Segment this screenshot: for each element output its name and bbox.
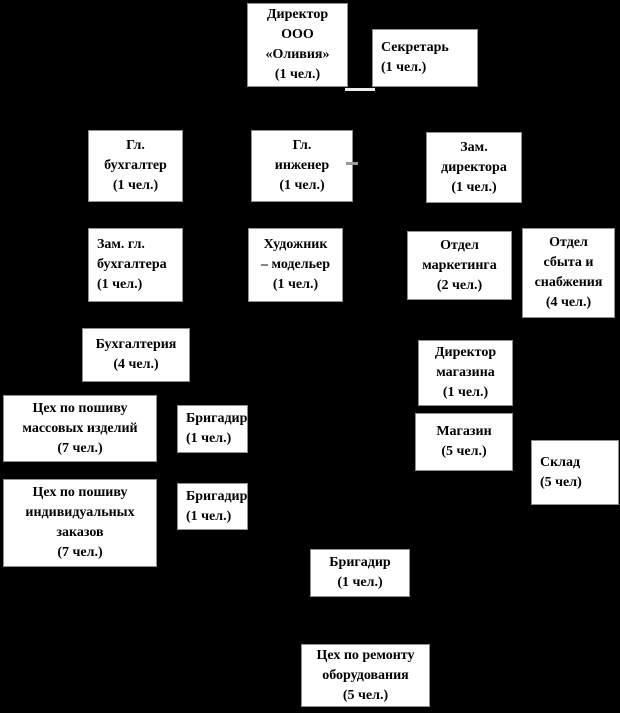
org-box-marketing-dept: Отдел маркетинга (2 чел.) [407,231,512,300]
org-box-artist-designer: Художник – модельер (1 чел.) [248,228,343,302]
org-box-shop: Магазин (5 чел.) [415,413,513,471]
org-box-director: Директор ООО «Оливия» (1 чел.) [247,3,348,87]
box-label: Бригадир (1 чел.) [329,555,391,590]
org-box-foreman-1: Бригадир (1 чел.) [177,405,248,453]
connector-fragment-chief-engineer [346,162,358,165]
box-label: Директор ООО «Оливия» (1 чел.) [265,7,330,82]
box-label: Магазин (5 чел.) [436,424,492,459]
box-label: Гл. бухгалтер (1 чел.) [104,138,167,193]
org-box-deputy-chief-accountant: Зам. гл. бухгалтера (1 чел.) [88,228,183,302]
org-box-warehouse: Склад (5 чел) [531,440,619,505]
org-box-mass-sewing-shop: Цех по пошиву массовых изделий (7 чел.) [3,395,157,462]
org-box-deputy-director: Зам. директора (1 чел.) [426,132,522,203]
org-box-secretary: Секретарь (1 чел.) [372,29,478,87]
box-label: Цех по пошиву массовых изделий (7 чел.) [22,400,138,456]
box-label: Бригадир (1 чел.) [186,488,248,524]
connector-fragment-director-secretary [345,88,375,91]
box-label: Отдел маркетинга (2 чел.) [422,237,497,293]
box-label: Бухгалтерия (4 чел.) [95,337,177,372]
box-label: Цех по ремонту оборудования (5 чел.) [316,647,415,703]
org-box-accounting: Бухгалтерия (4 чел.) [82,328,190,382]
org-box-repair-shop: Цех по ремонту оборудования (5 чел.) [301,644,430,707]
box-label: Зам. директора (1 чел.) [441,139,507,195]
org-box-foreman-3: Бригадир (1 чел.) [310,549,410,597]
box-label: Склад (5 чел) [540,454,582,490]
org-box-foreman-2: Бригадир (1 чел.) [177,483,248,530]
org-box-sales-supply-dept: Отдел сбыта и снабжения (4 чел.) [522,228,615,318]
box-label: Бригадир (1 чел.) [186,411,248,446]
org-box-chief-engineer: Гл. инженер (1 чел.) [251,130,353,202]
box-label: Цех по пошиву индивидуальных заказов (7 … [25,485,135,560]
box-label: Секретарь (1 чел.) [381,40,449,75]
org-box-chief-accountant: Гл. бухгалтер (1 чел.) [88,130,183,202]
box-label: Художник – модельер (1 чел.) [260,237,330,292]
box-label: Зам. гл. бухгалтера (1 чел.) [97,237,167,292]
org-box-store-director: Директор магазина (1 чел.) [418,340,513,406]
box-label: Гл. инженер (1 чел.) [274,138,330,193]
org-box-custom-sewing-shop: Цех по пошиву индивидуальных заказов (7 … [3,479,157,567]
box-label: Отдел сбыта и снабжения (4 чел.) [534,235,603,310]
box-label: Директор магазина (1 чел.) [434,345,497,400]
